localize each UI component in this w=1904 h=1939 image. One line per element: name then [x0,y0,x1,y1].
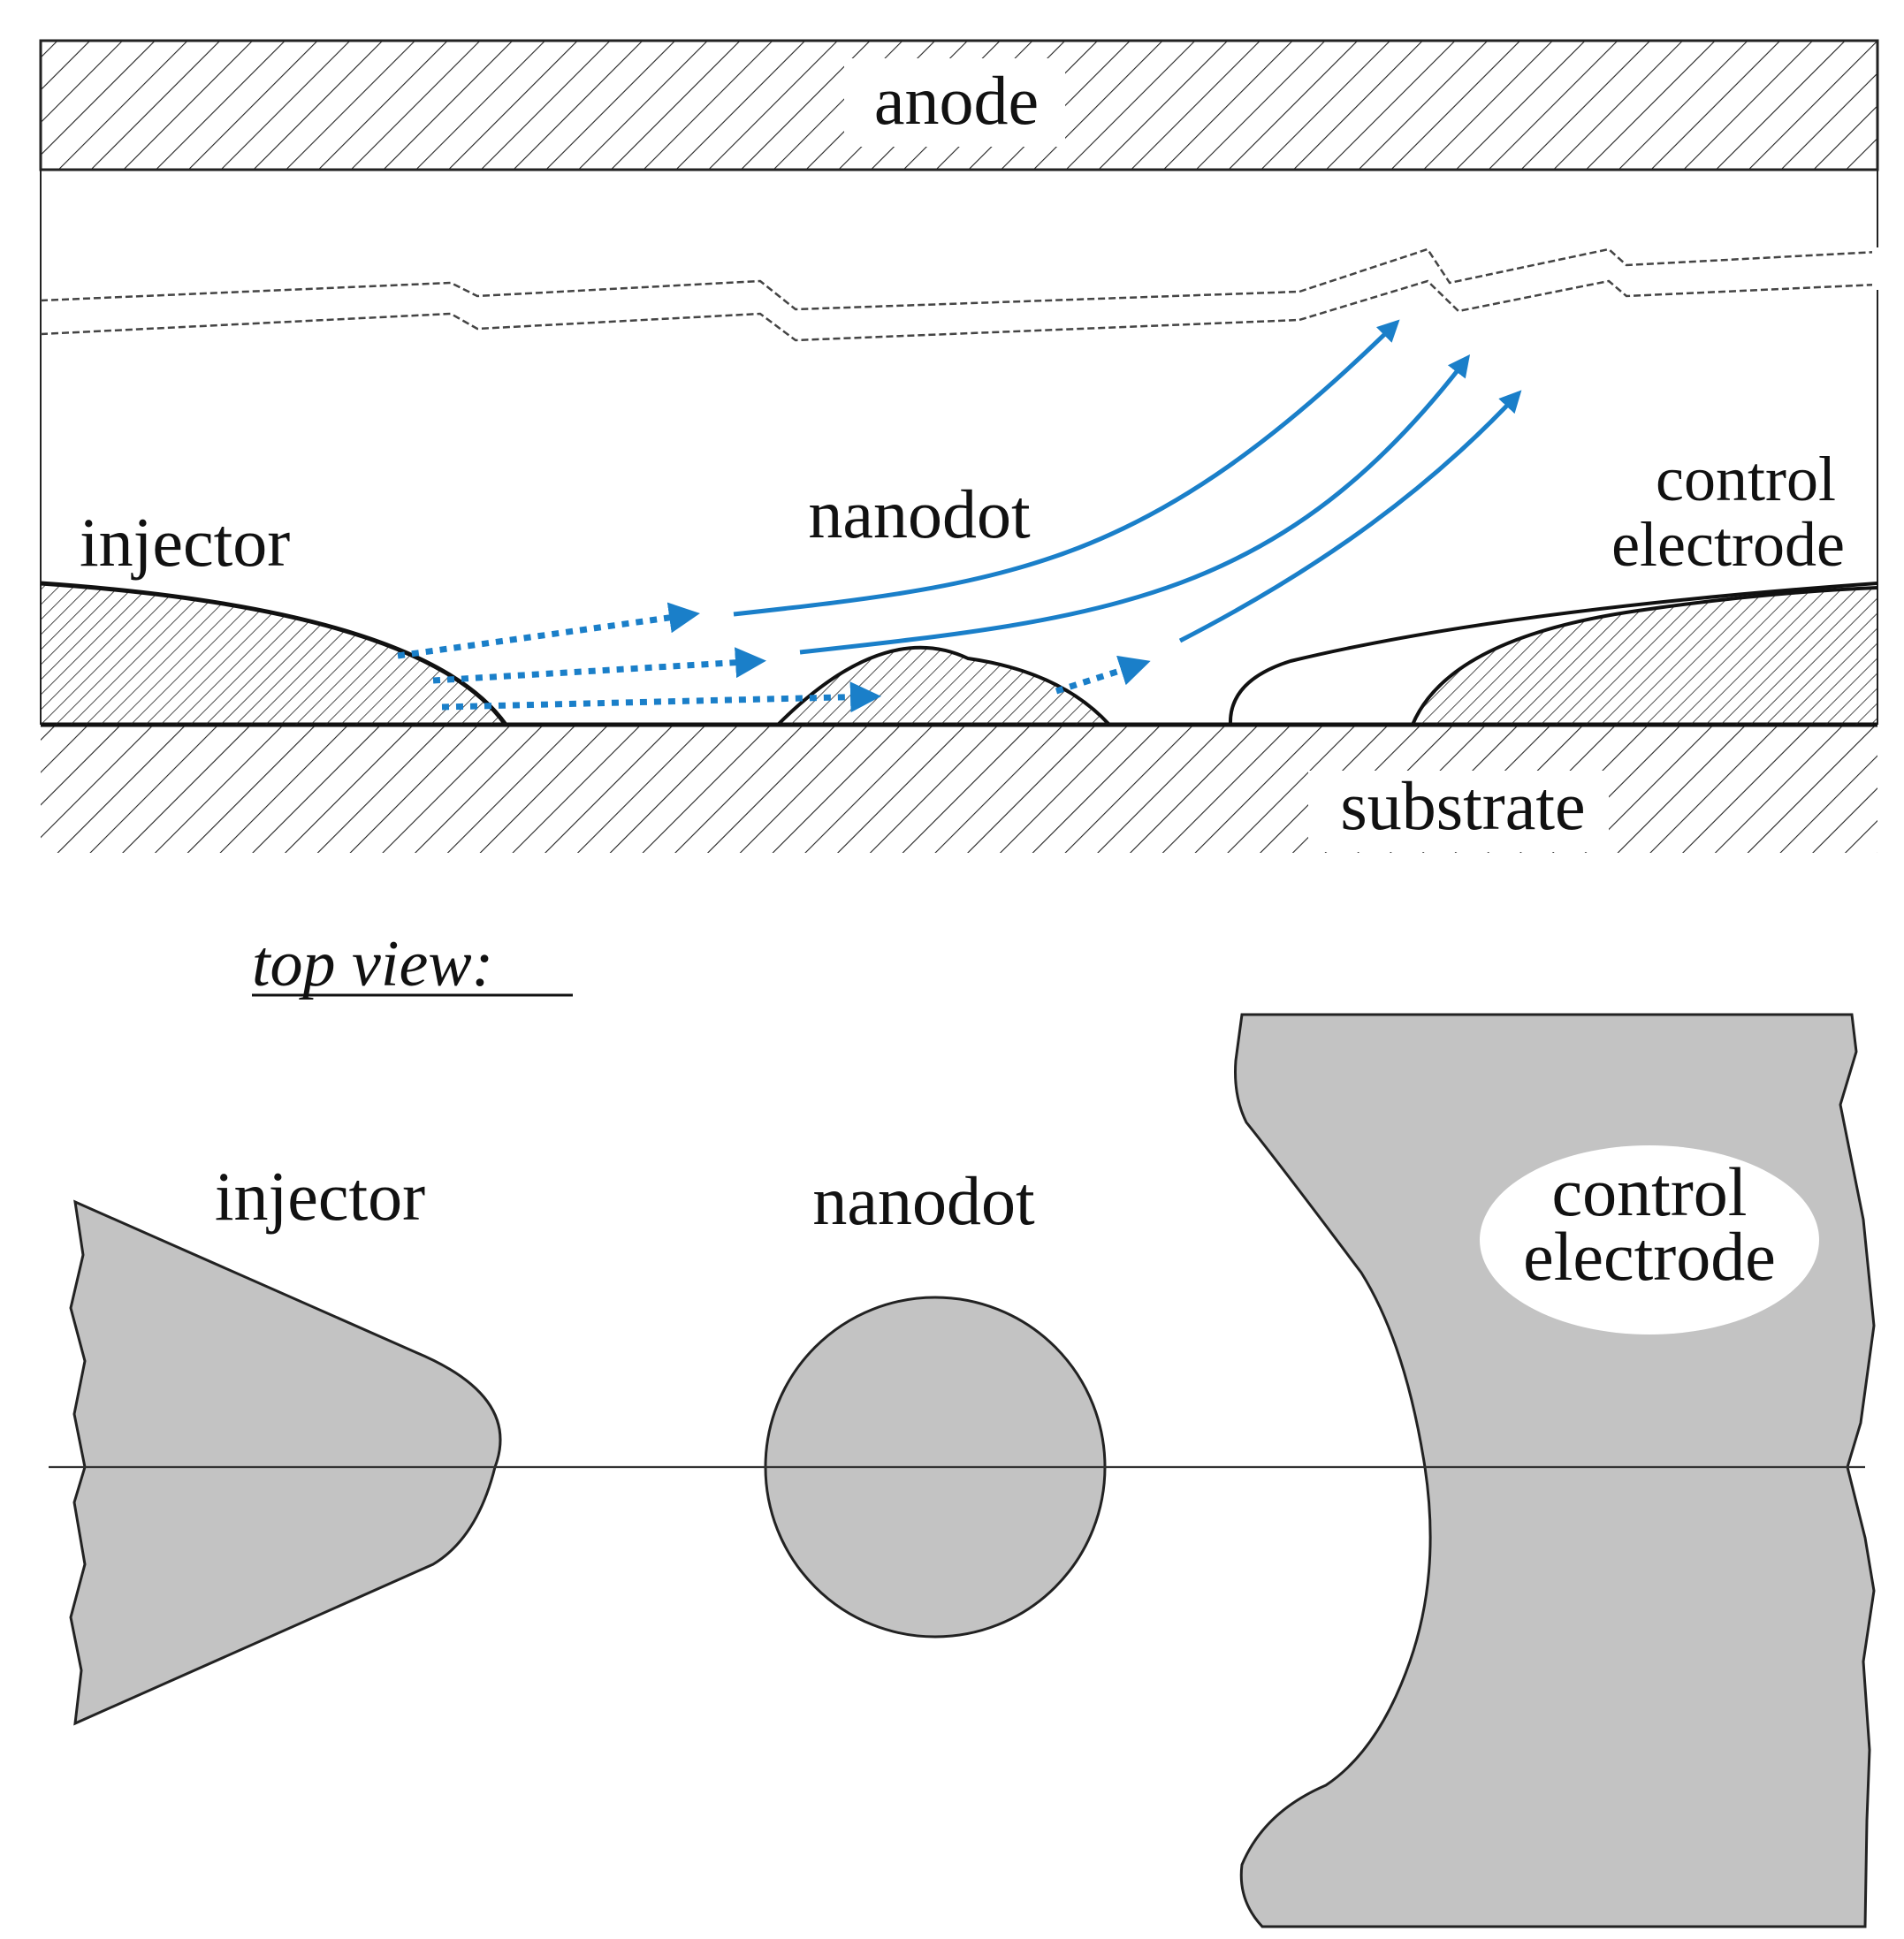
control-electrode-cross-label-line2: electrode [1611,509,1845,580]
nanodot-cross-label: nanodot [808,475,1031,552]
nanodot-cross-outline [776,645,1111,726]
anode-label: anode [874,62,1039,139]
control-electrode-top-view [1234,1013,1876,1928]
dotted-path-bottom [441,681,881,713]
substrate-label-background [1308,771,1609,852]
injector-top-view [69,1199,502,1726]
injector-top-label: injector [215,1158,425,1235]
control-electrode-top-label-line1: control [1552,1153,1748,1230]
break-line-lower [40,279,1878,342]
top-view: top view: injector nanodot control elect… [49,928,1876,1928]
solid-path-1 [733,319,1400,617]
dotted-path-top [397,602,700,659]
control-electrode-label-oval [1480,1145,1819,1334]
solid-path-3 [1178,390,1522,643]
control-electrode-cross-section [1413,588,1877,725]
substrate-label: substrate [1340,767,1585,844]
break-gap-right-white [1872,247,1881,290]
dotted-electron-paths [397,602,1151,713]
dotted-path-middle [432,647,766,684]
control-electrode-cross-outline [1411,586,1878,726]
injector-cross-outline [40,581,508,726]
solid-electron-paths [733,319,1522,655]
injector-cross-label: injector [80,504,290,581]
injector-cross-section [41,583,506,725]
top-view-heading: top view: [252,928,493,1000]
control-electrode-cross-label-line1: control [1656,444,1836,514]
anode-label-background [844,58,1065,147]
control-electrode-lip [1228,582,1878,726]
solid-path-2 [799,354,1471,655]
dotted-path-nanodot [1055,655,1151,695]
nanodot-top-label: nanodot [812,1162,1035,1239]
cross-section: anode substrate injector nanodot control… [39,39,1881,853]
control-electrode-top-label-line2: electrode [1523,1218,1776,1295]
break-line-upper [40,247,1878,311]
